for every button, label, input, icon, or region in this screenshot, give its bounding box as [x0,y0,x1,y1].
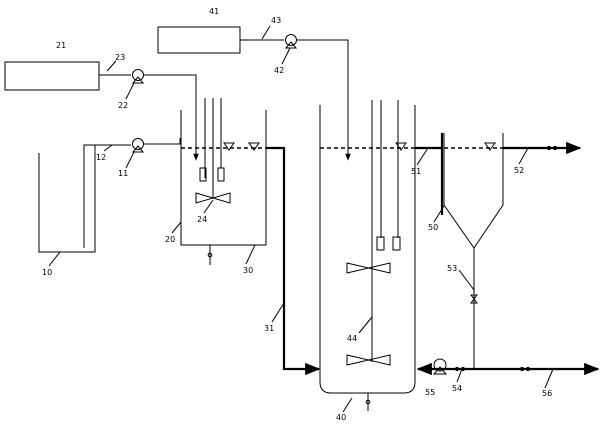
sensor-20-a [199,167,207,182]
label-51: 51 [411,167,421,176]
valve-56 [519,366,531,372]
leader-10 [48,251,61,267]
label-54: 54 [452,384,462,393]
leader-31 [271,302,285,323]
leader-52 [518,147,529,165]
leader-44 [358,316,373,334]
leader-11 [125,151,135,169]
label-56: 56 [542,389,552,398]
leader-54 [456,368,463,383]
equipment-21-box [4,61,100,91]
pump-55 [432,358,448,375]
equipment-41-box [157,26,241,54]
label-52: 52 [514,166,524,175]
pipe-11-to-20 [144,138,181,145]
leader-40 [342,397,353,413]
sensor-20-b [217,167,225,182]
label-40: 40 [336,413,346,422]
leader-30 [245,244,256,265]
pump-11 [131,138,145,153]
label-20: 20 [165,235,175,244]
level-mark-50 [484,142,496,151]
label-53: 53 [447,264,457,273]
pipe-31 [266,146,321,376]
label-31: 31 [264,324,274,333]
leader-24 [203,199,214,214]
leader-51 [416,147,429,166]
leader-50 [433,205,445,223]
pipe-22-to-20 [144,74,199,161]
pump-22 [131,69,145,84]
label-12: 12 [96,153,106,162]
valve-53 [470,294,478,304]
level-mark-20-b [248,142,260,151]
level-mark-40 [395,142,407,151]
pipe-42-to-40 [297,39,351,161]
mixer-24-blade [195,192,231,204]
label-44: 44 [347,334,357,343]
leader-22 [125,82,135,100]
label-22: 22 [118,101,128,110]
leader-43 [261,25,271,40]
label-10: 10 [42,268,52,277]
pump-42 [284,34,298,49]
valve-54 [454,366,466,372]
sensor-40-a [376,236,385,251]
label-50: 50 [428,223,438,232]
leader-20 [171,221,182,234]
label-43: 43 [271,16,281,25]
label-42: 42 [274,66,284,75]
drain-20 [207,245,213,265]
leader-53 [458,269,475,291]
mixer-44-blade-upper [346,262,391,274]
reactor-20 [180,110,267,246]
leader-12 [103,144,113,152]
drain-40 [365,393,371,411]
level-mark-20-a [223,142,235,151]
leader-56 [544,368,554,389]
settler-50 [443,133,504,249]
mixer-44-blade-lower [346,354,391,366]
tank-10 [38,145,96,253]
sensor-40-b [392,236,401,251]
leader-42 [281,47,291,65]
label-21: 21 [56,41,66,50]
label-55: 55 [425,388,435,397]
label-30: 30 [243,266,253,275]
leader-23 [106,60,117,72]
label-23: 23 [115,53,125,62]
label-41: 41 [209,7,219,16]
valve-52 [546,145,558,151]
label-11: 11 [118,169,128,178]
pipe-12 [83,144,131,248]
label-24: 24 [197,215,207,224]
